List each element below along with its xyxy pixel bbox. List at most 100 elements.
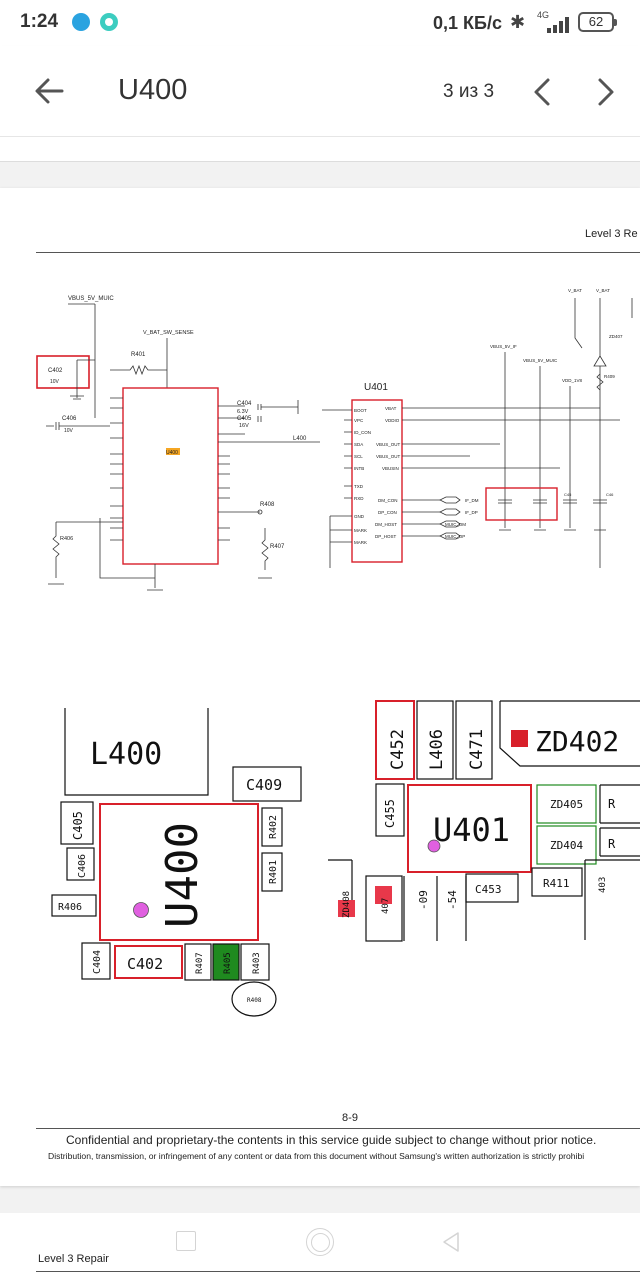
net-label: VBUS_5V_IF <box>490 344 517 349</box>
board-part-label: ZD405 <box>550 798 583 811</box>
u401-pin: GND <box>354 514 365 519</box>
u401-pin: RXD <box>354 496 364 501</box>
board-part-label: ZD408 <box>342 891 352 918</box>
document-search-query[interactable]: U400 <box>118 74 188 106</box>
u401-pin: VBUS_OUT <box>376 442 401 447</box>
board-part-label: -09 <box>417 890 430 910</box>
u401-pin: DP_HOST <box>375 534 397 539</box>
document-page: Level 3 Re VBUS_5V_MUIC C402 10V C406 10… <box>0 188 640 1186</box>
search-result-counter: 3 из 3 <box>443 81 495 102</box>
u401-pin: ID_CON <box>354 430 371 435</box>
previous-page-fragment <box>0 137 640 162</box>
u401-pin: INTB <box>354 466 364 471</box>
page-number: 8-9 <box>342 1112 358 1124</box>
nav-back-icon[interactable] <box>440 1230 462 1254</box>
net-label: V_BAT_SW_SENSE <box>143 330 194 336</box>
board-part-label: R406 <box>58 902 82 913</box>
board-part-label: R401 <box>268 860 279 884</box>
board-part-label: C452 <box>388 729 408 770</box>
telegram-icon <box>72 13 90 31</box>
schematic-part-label: 6.3V <box>237 409 249 415</box>
schematic-part-label: C402 <box>48 368 63 374</box>
schematic-part-label: 10V <box>50 379 60 385</box>
home-icon[interactable] <box>306 1228 334 1256</box>
schematic-part-label: R409 <box>604 374 615 379</box>
chevron-right-icon[interactable] <box>588 72 624 112</box>
board-part-label: C405 <box>71 811 85 840</box>
board-part-label: L400 <box>90 737 162 772</box>
header-rule <box>36 252 640 253</box>
u401-pin: SCL <box>354 454 363 459</box>
board-ic-label: U401 <box>433 811 510 849</box>
chevron-left-icon[interactable] <box>524 72 560 112</box>
board-part-label: C453 <box>475 883 502 896</box>
u401-pin: TXD <box>354 484 364 489</box>
u401-pin: VBUSIN <box>382 466 399 471</box>
back-arrow-icon[interactable] <box>28 70 70 112</box>
board-part-label: R402 <box>268 815 279 839</box>
ring-app-icon <box>100 13 118 31</box>
bluetooth-icon: ✱ <box>510 12 526 33</box>
board-part-label: C409 <box>246 776 282 794</box>
u401-pin: VPC <box>354 418 364 423</box>
u401-pin: DP_CON <box>378 510 397 515</box>
schematic-part-label: ZD407 <box>609 334 623 339</box>
board-part-label: C406 <box>77 854 88 878</box>
u401-pin: SDA <box>354 442 363 447</box>
status-time: 1:24 <box>20 11 59 32</box>
board-part-label: -54 <box>446 890 459 910</box>
u401-pin: MARK <box>354 540 367 545</box>
net-label: V_BAT <box>596 288 610 293</box>
schematic-part-label: C405 <box>237 416 252 422</box>
board-part-label: C404 <box>92 950 103 974</box>
board-part-label: R405 <box>223 952 233 974</box>
footer-rule <box>36 1128 640 1129</box>
net-label: L400 <box>293 436 307 442</box>
battery-icon: 62 <box>578 12 617 32</box>
board-part-label: R403 <box>252 952 262 974</box>
net-label: V_BAT <box>568 288 582 293</box>
net-label: VDD_1V8 <box>562 378 583 383</box>
recent-apps-icon[interactable] <box>176 1231 196 1251</box>
board-part-label: R <box>608 797 616 811</box>
board-part-label: C455 <box>383 799 397 828</box>
top-app-bar: U400 3 из 3 <box>0 46 640 137</box>
signal-icon <box>547 17 569 33</box>
u401-pin: DM_HOST <box>375 522 397 527</box>
next-page-header: Level 3 Repair <box>38 1253 109 1265</box>
board-part-label: ZD402 <box>535 725 619 758</box>
status-bar: 1:24 0,1 КБ/с ✱ 4G 62 <box>0 0 640 46</box>
network-type: 4G <box>537 10 550 20</box>
board-part-label: 407 <box>381 898 391 914</box>
u401-net-label: IF_DP <box>465 510 478 515</box>
u401-net-label: MUIC_DM <box>445 522 466 527</box>
schematic-part-label: 16V <box>239 423 249 429</box>
next-page-rule <box>36 1271 640 1272</box>
board-part-label: R407 <box>195 952 205 974</box>
board-part-label: C471 <box>467 729 487 770</box>
u401-pin: VBAT <box>385 406 397 411</box>
u401-pin: MARK <box>354 528 367 533</box>
schematic-part-label: C404 <box>237 401 252 407</box>
circuit-schematic: VBUS_5V_MUIC C402 10V C406 10V V_BAT_SW_… <box>36 288 633 591</box>
ic-u401-label: U401 <box>364 382 388 393</box>
u401-pin: BOOT <box>354 408 367 413</box>
confidential-notice: Confidential and proprietary-the content… <box>66 1133 597 1147</box>
u401-pin: VDDIO <box>385 418 400 423</box>
board-part-label: R <box>608 837 616 851</box>
board-part-label: R411 <box>543 877 570 890</box>
board-ic-label: U400 <box>157 822 208 928</box>
board-part-label: C402 <box>127 955 163 973</box>
page-header: Level 3 Re <box>585 228 638 240</box>
net-label: VBUS_5V_MUIC <box>523 358 558 363</box>
schematic-part-label: R408 <box>260 502 275 508</box>
schematic-part-label: C406 <box>62 416 77 422</box>
distribution-notice: Distribution, transmission, or infringem… <box>48 1151 585 1161</box>
schematic-part-label: C45 <box>564 492 572 497</box>
u401-net-label: IF_DM <box>465 498 479 503</box>
network-speed: 0,1 КБ/с <box>433 13 502 33</box>
board-layout: L400 C409 U400 C405 R402 C406 R401 R406 … <box>51 700 640 1017</box>
board-part-label: R408 <box>247 997 262 1004</box>
net-label: VBUS_5V_MUIC <box>68 296 114 302</box>
schematic-part-label: R401 <box>131 352 146 358</box>
